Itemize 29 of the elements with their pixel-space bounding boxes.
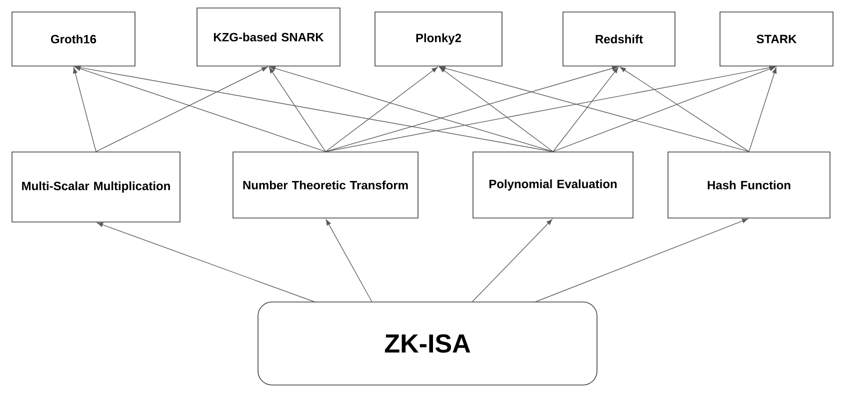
process-box: Hash Function xyxy=(668,152,830,218)
arrow xyxy=(534,218,748,302)
arrow xyxy=(440,66,750,152)
arrow xyxy=(472,219,552,302)
arrow xyxy=(96,66,268,152)
process-box: STARK xyxy=(720,12,834,66)
arrow xyxy=(270,66,554,152)
arrow xyxy=(552,66,776,152)
arrow xyxy=(74,65,554,152)
arrow xyxy=(552,67,618,152)
process-box: Polynomial Evaluation xyxy=(472,152,634,218)
arrow xyxy=(97,222,316,302)
process-box: Redshift xyxy=(562,12,676,66)
arrow xyxy=(620,66,750,152)
process-box: Plonky2 xyxy=(374,12,502,66)
arrow xyxy=(325,66,618,152)
arrow xyxy=(269,67,326,152)
module-box: ZK-ISA xyxy=(258,302,598,386)
process-box: Groth16 xyxy=(12,12,136,66)
arrow xyxy=(73,68,96,152)
process-box: Multi-Scalar Multiplication xyxy=(12,152,180,222)
arrow xyxy=(748,68,777,152)
process-box: KZG-based SNARK xyxy=(196,8,340,66)
arrow xyxy=(74,66,326,152)
arrow xyxy=(325,66,438,152)
arrow xyxy=(326,219,372,302)
arrow xyxy=(439,66,554,152)
process-box: Number Theoretic Transform xyxy=(232,152,418,218)
arrow xyxy=(325,65,776,152)
